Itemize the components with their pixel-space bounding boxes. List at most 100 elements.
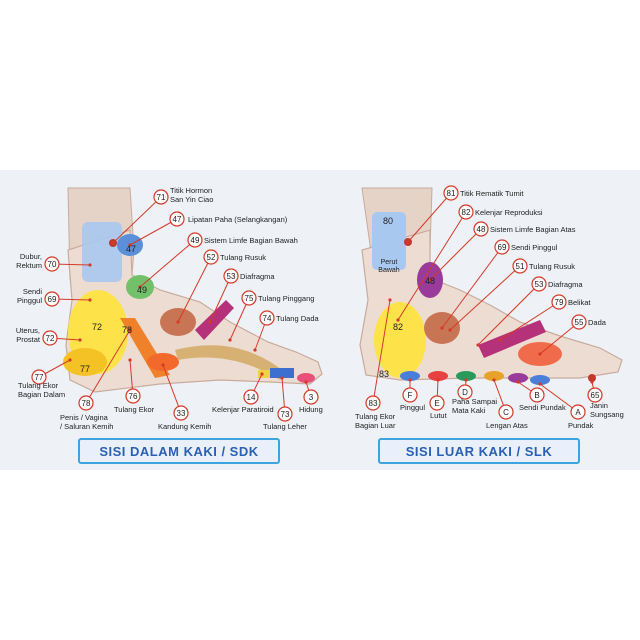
zone-bladder	[147, 353, 179, 371]
left-point-label: Lipatan Paha (Selangkangan)	[188, 215, 288, 224]
right-point-label: Pundak	[568, 421, 594, 430]
right-point-label: Sendi Pundak	[519, 403, 566, 412]
right-leader-anchor	[538, 352, 541, 355]
left-leader-anchor	[68, 358, 71, 361]
left-point-number: 14	[247, 393, 256, 402]
outer-foot-caption: SISI LUAR KAKI / SLK	[378, 438, 580, 464]
right-point-number: F	[408, 391, 413, 400]
right-point-label: Dada	[588, 318, 607, 327]
left-leader-anchor	[176, 320, 179, 323]
left-point-label: Penis / Vagina/ Saluran Kemih	[60, 413, 113, 431]
left-leader-anchor	[228, 338, 231, 341]
right-zone-number: 82	[393, 322, 403, 332]
left-point-label: Kelenjar Paratiroid	[212, 405, 274, 414]
right-leader-anchor	[448, 328, 451, 331]
left-point-number: 47	[173, 215, 182, 224]
left-leader-anchor	[88, 298, 91, 301]
left-point-number: 71	[157, 193, 166, 202]
left-point-label: Tulang Rusuk	[220, 253, 266, 262]
right-point-label: JaninSungsang	[590, 401, 624, 419]
left-point-number: 73	[281, 410, 290, 419]
right-point-label: Diafragma	[548, 280, 583, 289]
left-point-label: Hidung	[299, 405, 323, 414]
left-point-number: 75	[245, 294, 254, 303]
zone-paratiroid	[258, 370, 270, 378]
left-point-number: 3	[309, 393, 314, 402]
right-point-label: Tulang EkorBagian Luar	[355, 412, 396, 430]
left-point-label: Tulang Dada	[276, 314, 319, 323]
left-point-number: 33	[177, 409, 186, 418]
right-point-number: 65	[591, 391, 600, 400]
right-leader-anchor	[436, 378, 439, 381]
right-point-label: Tulang Rusuk	[529, 262, 575, 271]
right-leader-line	[430, 229, 481, 280]
left-point-number: 78	[82, 399, 91, 408]
left-point-number: 53	[227, 272, 236, 281]
left-leader-anchor	[88, 263, 91, 266]
right-point-number: 69	[498, 243, 507, 252]
right-point-label: Belikat	[568, 298, 591, 307]
left-point-number: 74	[263, 314, 272, 323]
right-leader-anchor	[538, 382, 541, 385]
left-point-number: 76	[129, 392, 138, 401]
left-point-number: 49	[191, 236, 200, 245]
left-leader-anchor	[78, 338, 81, 341]
right-leader-anchor	[590, 380, 593, 383]
right-point-label: Sistem Limfe Bagian Atas	[490, 225, 576, 234]
right-point-number: 48	[477, 225, 486, 234]
left-leader-anchor	[304, 380, 307, 383]
left-leader-line	[140, 240, 195, 287]
right-leader-anchor	[408, 378, 411, 381]
left-point-label: Tulang Leher	[263, 422, 307, 431]
left-zone-number: 72	[92, 322, 102, 332]
right-point-label: Lengan Atas	[486, 421, 528, 430]
left-leader-anchor	[111, 241, 114, 244]
left-point-label: Tulang Pinggang	[258, 294, 314, 303]
right-point-number: A	[575, 408, 581, 417]
left-leader-anchor	[253, 348, 256, 351]
right-point-label: Paha SampaiMata Kaki	[452, 397, 497, 415]
right-point-label: Kelenjar Reproduksi	[475, 208, 543, 217]
right-point-number: 51	[516, 262, 525, 271]
right-leader-anchor	[388, 298, 391, 301]
left-leader-anchor	[128, 358, 131, 361]
right-zone-number: 48	[425, 276, 435, 286]
left-zone-number: 78	[122, 325, 132, 335]
right-point-label: Titik Rematik Tumit	[460, 189, 524, 198]
right-leader-anchor	[440, 326, 443, 329]
left-point-number: 69	[48, 295, 57, 304]
right-point-number: 55	[575, 318, 584, 327]
right-point-number: 79	[555, 298, 564, 307]
zone-hormone-column	[82, 222, 122, 282]
left-point-label: Kandung Kemih	[158, 422, 211, 431]
left-point-label: Diafragma	[240, 272, 275, 281]
left-point-number: 72	[46, 334, 55, 343]
left-zone-number: 49	[137, 285, 147, 295]
right-leader-anchor	[492, 378, 495, 381]
right-leader-anchor	[406, 240, 409, 243]
left-zone-number: 77	[80, 364, 90, 374]
left-zone-number: 47	[126, 244, 136, 254]
inner-foot-caption: SISI DALAM KAKI / SDK	[78, 438, 280, 464]
left-leader-anchor	[161, 363, 164, 366]
right-point-label: Pinggul	[400, 403, 425, 412]
left-leader-anchor	[260, 372, 263, 375]
left-point-number: 52	[207, 253, 216, 262]
right-leader-anchor	[464, 378, 467, 381]
left-point-number: 70	[48, 260, 57, 269]
right-leader-anchor	[498, 338, 501, 341]
right-point-number: 83	[369, 399, 378, 408]
outer-foot-drawing	[360, 188, 622, 385]
left-leader-line	[130, 219, 177, 245]
right-point-number: 53	[535, 280, 544, 289]
right-point-number: C	[503, 408, 509, 417]
right-zone-number: 80	[383, 216, 393, 226]
right-point-label: Sendi Pinggul	[511, 243, 558, 252]
right-zone-number: 83	[379, 369, 389, 379]
